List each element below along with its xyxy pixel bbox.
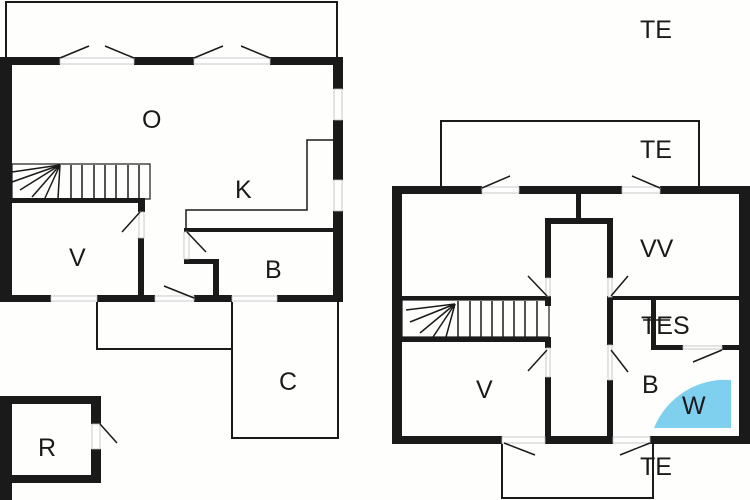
room-label-c: C	[279, 368, 298, 396]
main-house-door-swings	[59, 45, 271, 299]
room-label-r: R	[38, 434, 57, 462]
stairs-second-house	[401, 299, 550, 338]
room-label-te-bottom: TE	[640, 453, 672, 481]
kitchen-counter	[185, 139, 333, 229]
shower-area	[654, 379, 731, 428]
room-label-tes: TES	[641, 312, 690, 340]
room-label-o: O	[142, 106, 162, 134]
second-house-door-swings	[481, 175, 723, 456]
room-label-w: W	[682, 392, 706, 420]
room-label-b-right: B	[642, 371, 659, 399]
room-label-v-right: V	[476, 376, 493, 404]
stairs-left-house	[11, 163, 151, 200]
second-house-openings	[481, 186, 723, 444]
room-label-te-terrace: TE	[640, 136, 672, 164]
room-label-k: K	[235, 176, 252, 204]
annex-r-walls	[0, 396, 118, 500]
main-house-openings	[50, 57, 343, 302]
porch-and-carport	[96, 302, 339, 439]
terrace-right-bottom	[501, 444, 654, 499]
room-label-te-top: TE	[640, 16, 672, 44]
room-label-b-left: B	[265, 256, 282, 284]
terrace-right-upper	[440, 120, 700, 187]
room-label-v-left: V	[69, 244, 86, 272]
second-house-walls	[392, 186, 750, 444]
main-house-walls	[0, 57, 343, 302]
room-label-vv: VV	[640, 235, 674, 263]
terrace-top-left	[5, 1, 338, 60]
